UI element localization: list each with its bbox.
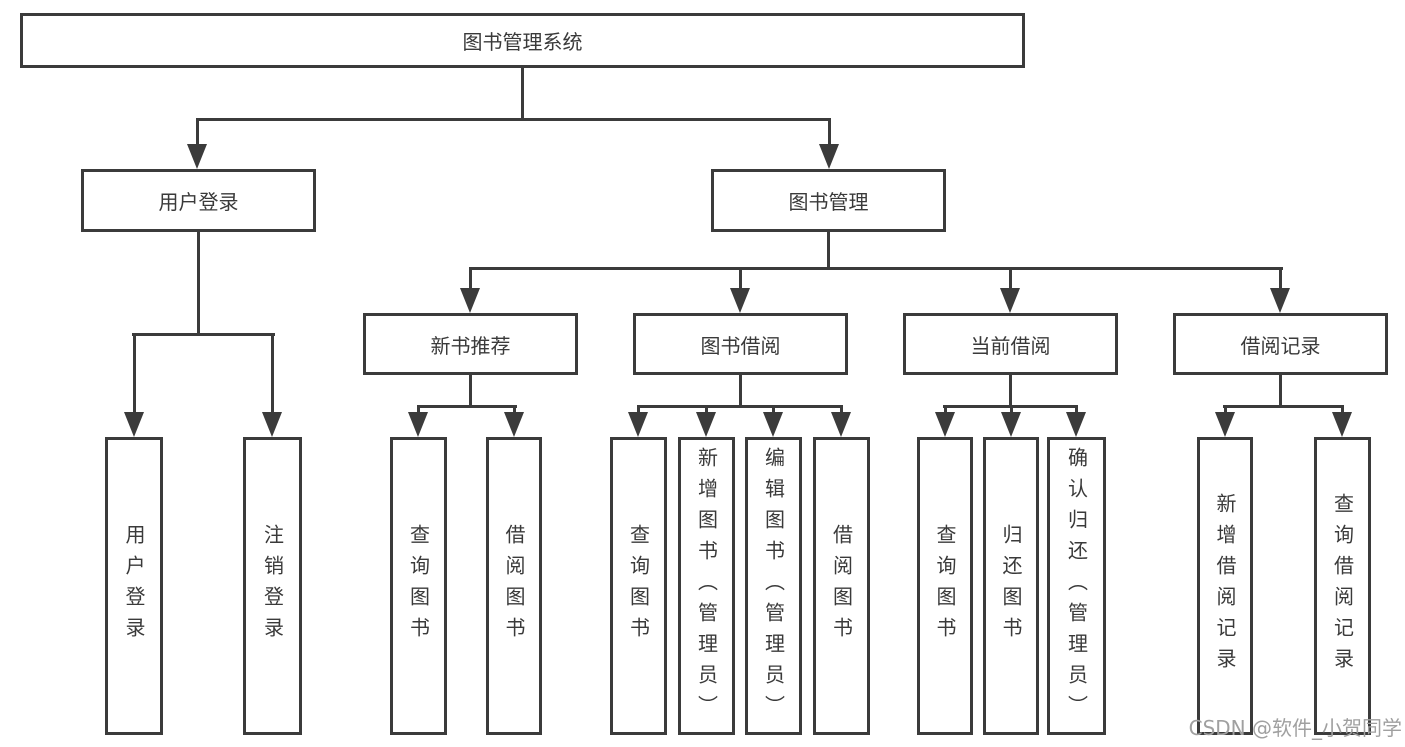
connector-recommend-branch [417,405,517,408]
leaf-records-add-record-label: 新增借阅记录 [1213,493,1237,679]
connector-current-stub [1009,372,1012,408]
leaf-recommend-borrow-books: 借阅图书 [486,437,542,735]
leaf-current-return-books-label: 归还图书 [999,524,1023,648]
connector-root-stub [521,67,524,121]
connector-root-branch [196,118,831,121]
connector-borrow-branch [637,405,843,408]
leaf-borrow-add-books-admin-label: 新增图书（管理员） [694,446,719,726]
leaf-borrow-borrow-books-label: 借阅图书 [829,524,854,648]
leaf-borrow-add-books-admin: 新增图书（管理员） [678,437,735,735]
arrow-down-icon [935,405,955,437]
arrow-down-icon [831,405,851,437]
node-root-label: 图书管理系统 [462,30,583,54]
node-current-borrow: 当前借阅 [903,313,1118,375]
leaf-current-query-books: 查询图书 [917,437,973,735]
node-borrow-records-label: 借阅记录 [1240,333,1321,358]
arrow-down-icon [1001,405,1021,437]
node-book-borrow-label: 图书借阅 [700,333,781,358]
connector-book-mgmt-stub [827,231,830,270]
arrow-down-icon [819,118,839,169]
leaf-current-return-books: 归还图书 [983,437,1039,735]
arrow-down-icon [124,333,144,437]
arrow-down-icon [1270,267,1290,313]
leaf-recommend-query-books: 查询图书 [390,437,447,735]
leaf-borrow-query-books-label: 查询图书 [626,524,651,648]
leaf-borrow-edit-books-admin-label: 编辑图书（管理员） [761,446,786,726]
node-book-borrow: 图书借阅 [633,313,848,375]
leaf-recommend-borrow-books-label: 借阅图书 [502,524,526,648]
leaf-user-login-label: 用户登录 [122,524,146,648]
leaf-records-query-record: 查询借阅记录 [1314,437,1371,735]
leaf-current-confirm-return-admin-label: 确认归还（管理员） [1064,446,1089,726]
arrow-down-icon [1215,405,1235,437]
leaf-records-query-record-label: 查询借阅记录 [1330,493,1355,679]
node-new-book-recommend-label: 新书推荐 [430,333,511,358]
leaf-current-confirm-return-admin: 确认归还（管理员） [1047,437,1106,735]
leaf-records-add-record: 新增借阅记录 [1197,437,1253,735]
leaf-logout-label: 注销登录 [260,524,285,648]
arrow-down-icon [628,405,648,437]
arrow-down-icon [187,118,207,169]
node-root: 图书管理系统 [20,13,1025,68]
arrow-down-icon [504,405,524,437]
leaf-user-login: 用户登录 [105,437,163,735]
node-user-login: 用户登录 [81,169,316,232]
connector-user-login-branch [132,333,275,336]
arrow-down-icon [262,333,282,437]
leaf-borrow-edit-books-admin: 编辑图书（管理员） [745,437,802,735]
leaf-borrow-borrow-books: 借阅图书 [813,437,870,735]
leaf-recommend-query-books-label: 查询图书 [406,524,431,648]
connector-borrow-stub [739,372,742,408]
arrow-down-icon [763,405,783,437]
node-current-borrow-label: 当前借阅 [970,333,1051,358]
connector-records-branch [1223,405,1344,408]
arrow-down-icon [730,267,750,313]
node-book-management-label: 图书管理 [788,190,869,214]
connector-book-mgmt-branch [469,267,1283,270]
leaf-current-query-books-label: 查询图书 [933,524,957,648]
arrow-down-icon [1066,405,1086,437]
arrow-down-icon [1000,267,1020,313]
leaf-logout: 注销登录 [243,437,302,735]
node-user-login-label: 用户登录 [158,190,239,214]
arrow-down-icon [1332,405,1352,437]
node-new-book-recommend: 新书推荐 [363,313,578,375]
node-borrow-records: 借阅记录 [1173,313,1388,375]
connector-recommend-stub [469,372,472,408]
arrow-down-icon [408,405,428,437]
watermark: CSDN @软件_小贺同学 [1188,716,1402,740]
node-book-management: 图书管理 [711,169,946,232]
connector-user-login-stub [197,231,200,336]
connector-records-stub [1279,372,1282,408]
arrow-down-icon [460,267,480,313]
leaf-borrow-query-books: 查询图书 [610,437,667,735]
arrow-down-icon [696,405,716,437]
